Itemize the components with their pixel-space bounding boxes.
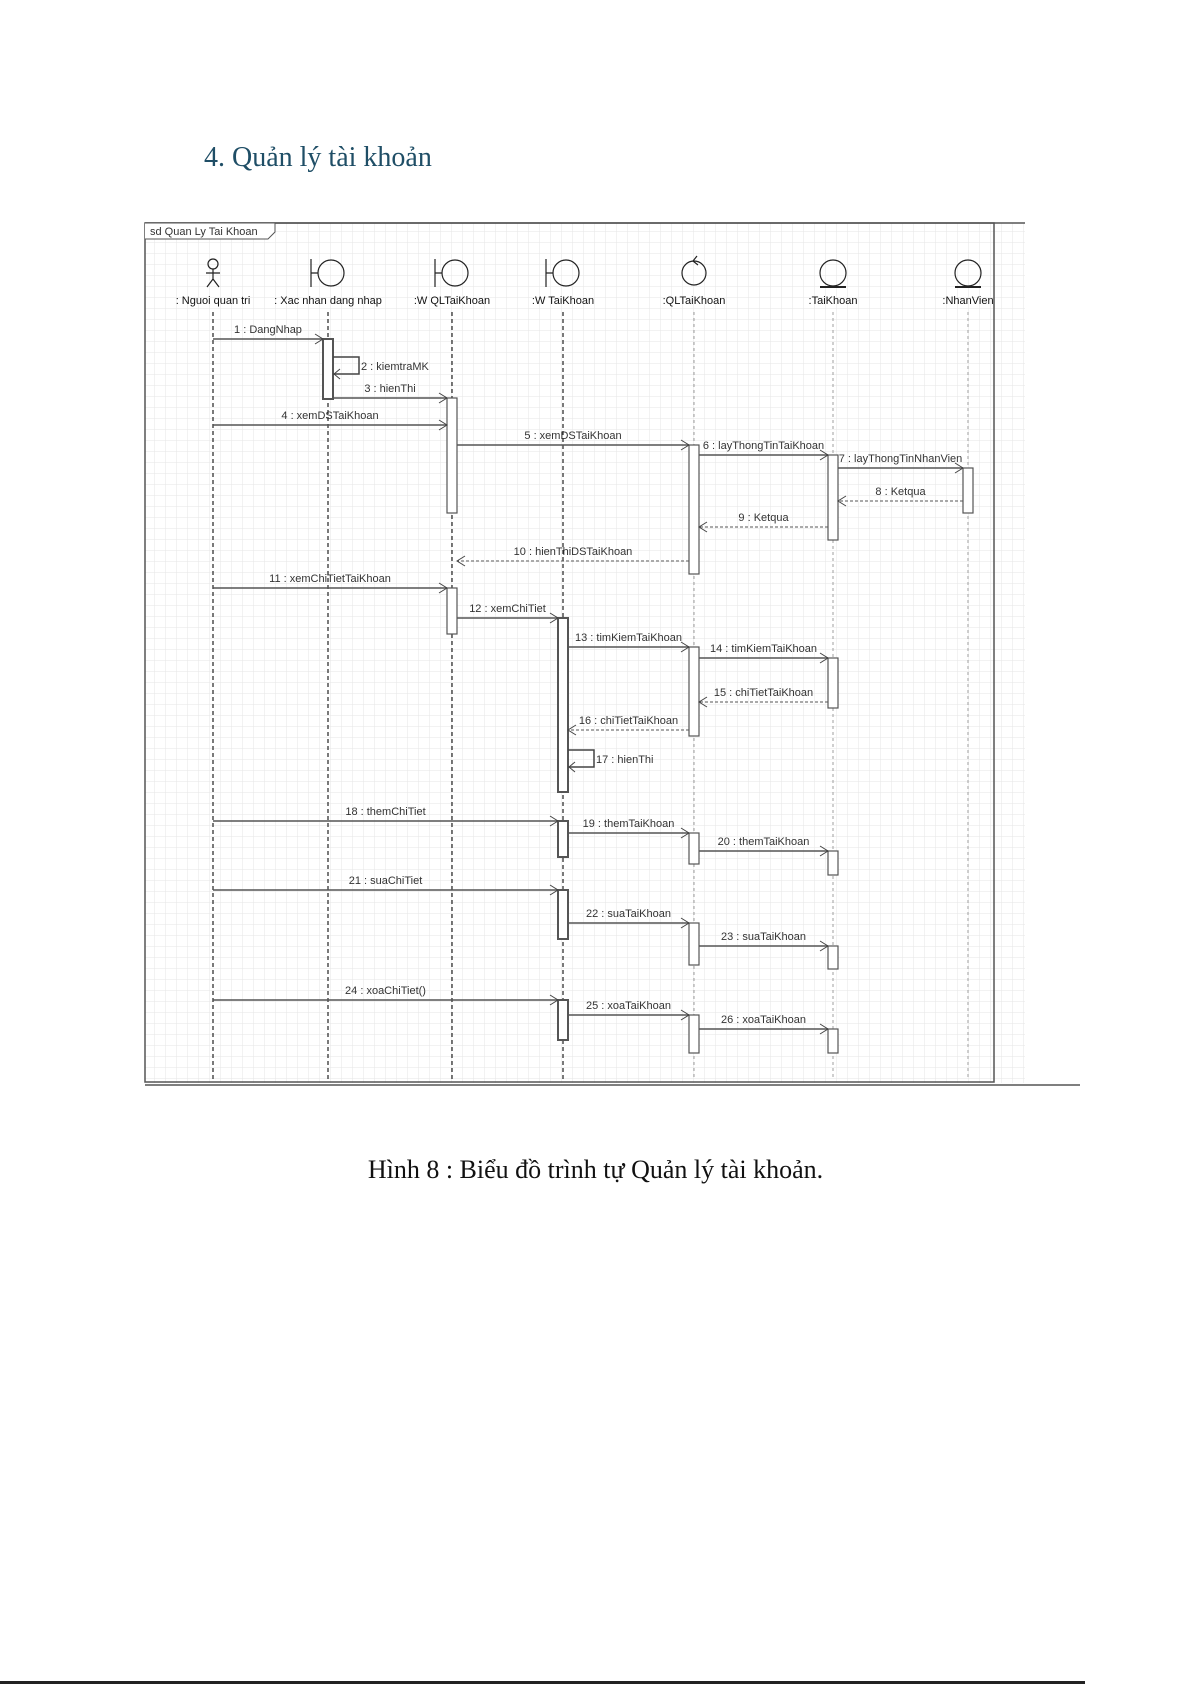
message-label: 5 : xemDSTaiKhoan bbox=[524, 430, 621, 442]
message-label: 9 : Ketqua bbox=[738, 512, 789, 524]
activation-bar bbox=[557, 820, 569, 858]
message-label: 22 : suaTaiKhoan bbox=[586, 908, 671, 920]
entity-icon bbox=[819, 259, 847, 288]
frame-label: sd Quan Ly Tai Khoan bbox=[150, 226, 258, 238]
activation-bar bbox=[446, 397, 458, 514]
message-label: 15 : chiTietTaiKhoan bbox=[714, 687, 813, 699]
message: 20 : themTaiKhoan bbox=[699, 836, 829, 857]
message-label: 10 : hienThiDSTaiKhoan bbox=[514, 546, 633, 558]
message: 23 : suaTaiKhoan bbox=[699, 931, 829, 952]
frame-border bbox=[144, 222, 995, 1083]
message: 11 : xemChiTietTaiKhoan bbox=[213, 573, 448, 594]
activation-bar bbox=[322, 338, 334, 400]
diagram-grid-background bbox=[145, 223, 1025, 1083]
activation-bar bbox=[827, 850, 839, 876]
activation-bar bbox=[688, 832, 700, 865]
activation-bar bbox=[557, 999, 569, 1041]
lifeline-name: :TaiKhoan bbox=[809, 295, 858, 307]
message-label: 26 : xoaTaiKhoan bbox=[721, 1014, 806, 1026]
message-label: 6 : layThongTinTaiKhoan bbox=[703, 440, 824, 452]
message: 12 : xemChiTiet bbox=[457, 603, 559, 624]
message-label: 23 : suaTaiKhoan bbox=[721, 931, 806, 943]
message-label: 1 : DangNhap bbox=[234, 324, 302, 336]
message-label: 12 : xemChiTiet bbox=[469, 603, 546, 615]
activation-bar bbox=[962, 467, 974, 514]
activation-bar bbox=[688, 646, 700, 737]
lifeline-name: : Xac nhan dang nhap bbox=[274, 295, 382, 307]
activation-bar bbox=[827, 945, 839, 970]
lifeline-name: :NhanVien bbox=[942, 295, 993, 307]
activation-bar bbox=[557, 889, 569, 940]
message-label: 25 : xoaTaiKhoan bbox=[586, 1000, 671, 1012]
activation-bar bbox=[827, 1028, 839, 1054]
message: 18 : themChiTiet bbox=[213, 806, 559, 827]
message-label: 7 : layThongTinNhanVien bbox=[839, 453, 963, 465]
message: 4 : xemDSTaiKhoan bbox=[213, 410, 448, 431]
frame-label-tab bbox=[145, 222, 276, 240]
message-label: 11 : xemChiTietTaiKhoan bbox=[269, 573, 391, 585]
message: 9 : Ketqua bbox=[698, 512, 828, 533]
message: 6 : layThongTinTaiKhoan bbox=[699, 440, 829, 461]
message-label: 3 : hienThi bbox=[364, 383, 415, 395]
lifeline: :NhanVien bbox=[942, 259, 994, 1080]
lifeline-name: :W TaiKhoan bbox=[532, 295, 594, 307]
boundary-icon bbox=[310, 259, 345, 287]
boundary-icon bbox=[545, 259, 580, 287]
message: 15 : chiTietTaiKhoan bbox=[698, 687, 828, 708]
message: 14 : timKiemTaiKhoan bbox=[699, 643, 829, 664]
lifeline: : Xac nhan dang nhap bbox=[274, 259, 382, 1080]
message-label: 2 : kiemtraMK bbox=[361, 361, 430, 373]
message: 8 : Ketqua bbox=[837, 486, 963, 507]
lifeline-name: :QLTaiKhoan bbox=[663, 295, 726, 307]
message: 7 : layThongTinNhanVien bbox=[838, 453, 964, 474]
message: 5 : xemDSTaiKhoan bbox=[457, 430, 690, 451]
message-label: 13 : timKiemTaiKhoan bbox=[575, 632, 682, 644]
activation-bar bbox=[827, 657, 839, 709]
message-label: 17 : hienThi bbox=[596, 754, 653, 766]
message: 21 : suaChiTiet bbox=[213, 875, 559, 896]
control-icon bbox=[681, 255, 707, 286]
message-label: 14 : timKiemTaiKhoan bbox=[710, 643, 817, 655]
message: 16 : chiTietTaiKhoan bbox=[567, 715, 689, 736]
message-label: 16 : chiTietTaiKhoan bbox=[579, 715, 678, 727]
activation-bar bbox=[688, 922, 700, 966]
message: 25 : xoaTaiKhoan bbox=[568, 1000, 690, 1021]
message-label: 4 : xemDSTaiKhoan bbox=[281, 410, 378, 422]
message-label: 21 : suaChiTiet bbox=[349, 875, 423, 887]
message-label: 19 : themTaiKhoan bbox=[583, 818, 675, 830]
boundary-icon bbox=[434, 259, 469, 287]
message: 24 : xoaChiTiet() bbox=[213, 985, 559, 1006]
actor-icon bbox=[206, 258, 220, 288]
lifeline: : Nguoi quan tri bbox=[176, 258, 251, 1080]
message: 17 : hienThi bbox=[568, 749, 653, 773]
message-label: 24 : xoaChiTiet() bbox=[345, 985, 426, 997]
message: 19 : themTaiKhoan bbox=[568, 818, 690, 839]
lifeline-name: :W QLTaiKhoan bbox=[414, 295, 490, 307]
lifeline: :W TaiKhoan bbox=[532, 259, 594, 1080]
figure-caption: Hình 8 : Biểu đồ trình tự Quản lý tài kh… bbox=[367, 1155, 824, 1184]
message: 10 : hienThiDSTaiKhoan bbox=[456, 546, 689, 567]
message: 2 : kiemtraMK bbox=[333, 356, 430, 380]
message-label: 18 : themChiTiet bbox=[345, 806, 425, 818]
entity-icon bbox=[954, 259, 982, 288]
message-label: 20 : themTaiKhoan bbox=[718, 836, 810, 848]
activation-bar bbox=[557, 617, 569, 793]
activation-bar bbox=[827, 454, 839, 541]
lifeline-name: : Nguoi quan tri bbox=[176, 295, 251, 307]
section-heading: 4. Quản lý tài khoản bbox=[204, 142, 432, 173]
activation-bar bbox=[688, 1014, 700, 1054]
message: 1 : DangNhap bbox=[213, 324, 324, 345]
page-bottom-rule bbox=[0, 1681, 1085, 1684]
message-label: 8 : Ketqua bbox=[875, 486, 926, 498]
message: 26 : xoaTaiKhoan bbox=[699, 1014, 829, 1035]
activation-bar bbox=[446, 587, 458, 635]
message: 22 : suaTaiKhoan bbox=[568, 908, 690, 929]
activation-bar bbox=[688, 444, 700, 575]
message: 13 : timKiemTaiKhoan bbox=[568, 632, 690, 653]
message: 3 : hienThi bbox=[333, 383, 448, 404]
